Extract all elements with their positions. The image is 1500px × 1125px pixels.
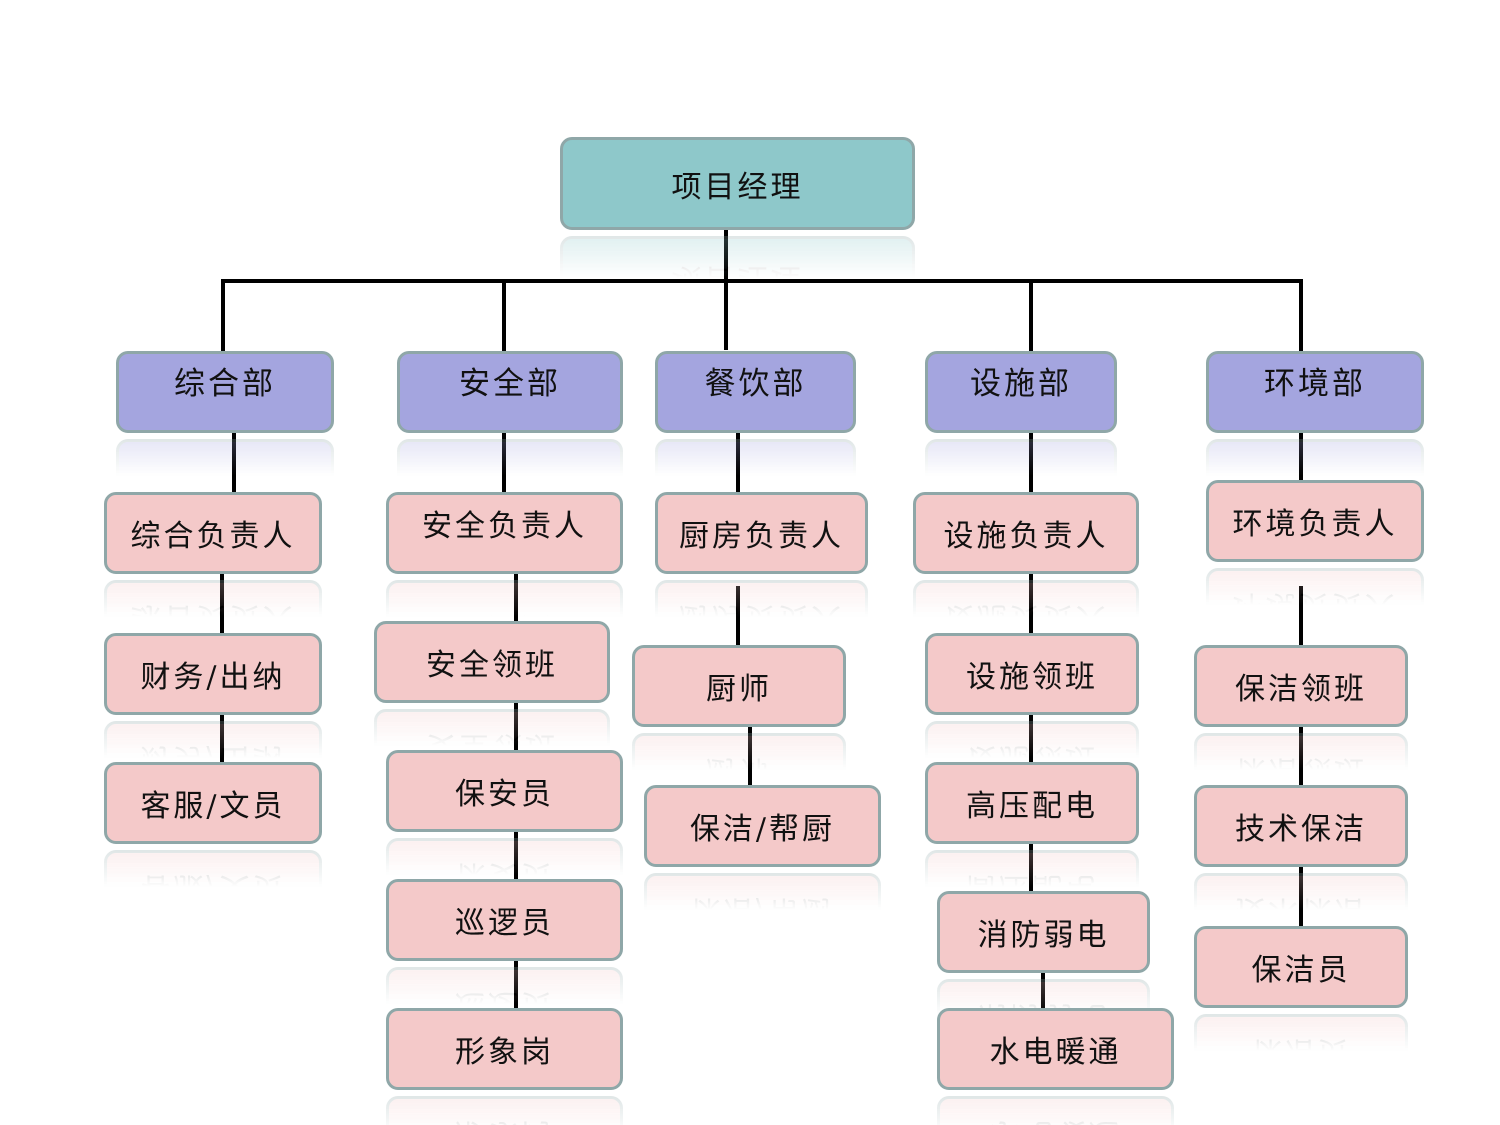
- position-node: 安全负责人: [386, 492, 623, 574]
- connector-col5-a: [1299, 432, 1303, 482]
- position-node: 综合负责人: [104, 492, 322, 574]
- position-node: 安全领班: [374, 621, 610, 703]
- connector-col5-b: [1299, 586, 1303, 646]
- dept-node: 设施部: [925, 351, 1117, 433]
- position-node: 厨师: [632, 645, 846, 727]
- connector-to-dept-4: [1029, 279, 1033, 351]
- connector-col1-c: [220, 700, 224, 764]
- connector-col1-b: [220, 573, 224, 635]
- position-node: 技术保洁: [1194, 785, 1408, 867]
- position-node: 保洁员: [1194, 926, 1408, 1008]
- position-node: 水电暖通: [937, 1008, 1174, 1090]
- connector-to-dept-2: [502, 279, 506, 351]
- position-node: 设施负责人: [913, 492, 1139, 574]
- connector-col4-b: [1029, 572, 1033, 634]
- position-node: 设施领班: [925, 633, 1139, 715]
- position-node: 消防弱电: [937, 891, 1150, 973]
- connector-to-dept-1: [221, 279, 225, 351]
- connector-col2-d: [514, 818, 518, 880]
- position-node: 保洁/帮厨: [644, 785, 881, 867]
- connector-horizontal-bar: [221, 279, 1303, 283]
- connector-col4-c: [1029, 700, 1033, 764]
- connector-col2-e: [514, 948, 518, 1010]
- connector-col4-e: [1041, 960, 1045, 1010]
- connector-col5-d: [1299, 866, 1303, 928]
- connector-col2-c: [514, 690, 518, 752]
- connector-root-down: [724, 228, 728, 350]
- connector-col5-c: [1299, 724, 1303, 786]
- position-node: 形象岗: [386, 1008, 623, 1090]
- position-node: 客服/文员: [104, 762, 322, 844]
- dept-node: 餐饮部: [655, 351, 856, 433]
- connector-col4-a: [1029, 432, 1033, 494]
- connector-col2-b: [514, 572, 518, 622]
- root-node: 项目经理: [560, 137, 915, 230]
- connector-col1-a: [232, 432, 236, 494]
- position-node: 厨房负责人: [655, 492, 868, 574]
- position-node: 高压配电: [925, 762, 1139, 844]
- connector-col2-a: [502, 432, 506, 494]
- dept-node: 环境部: [1206, 351, 1424, 433]
- connector-col3-c: [748, 724, 752, 786]
- dept-node: 安全部: [397, 351, 623, 433]
- connector-to-dept-5: [1299, 279, 1303, 351]
- position-node: 保洁领班: [1194, 645, 1408, 727]
- position-node: 环境负责人: [1206, 480, 1424, 562]
- position-node: 财务/出纳: [104, 633, 322, 715]
- dept-node: 综合部: [116, 351, 334, 433]
- position-node: 保安员: [386, 750, 623, 832]
- connector-col3-b: [736, 586, 740, 646]
- connector-col4-d: [1029, 842, 1033, 892]
- position-node: 巡逻员: [386, 879, 623, 961]
- connector-col3-a: [736, 432, 740, 494]
